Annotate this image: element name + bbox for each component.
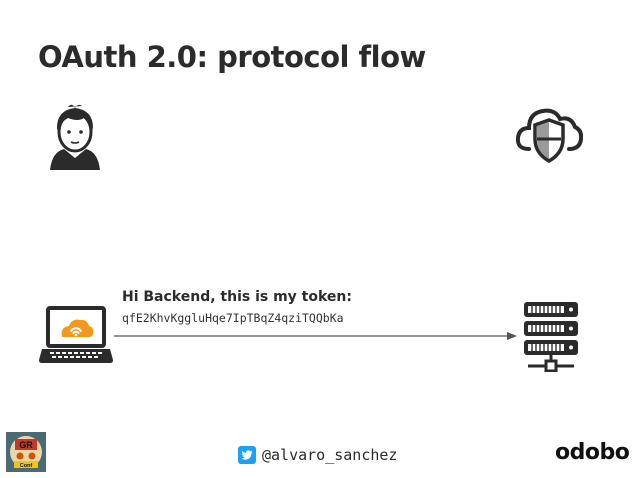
svg-text:GR: GR [19,440,33,450]
request-arrow [114,332,517,340]
twitter-icon [238,446,256,464]
user-icon [50,104,100,170]
message-label: Hi Backend, this is my token: [122,289,352,305]
conference-logo-icon: GR Conf [6,432,46,472]
token-text: qfE2KhvKggluHqe7IpTBqZ4qziTQQbKa [122,311,344,325]
company-logo: odobo [555,440,630,465]
cloud-shield-icon [515,108,583,164]
server-icon [524,302,578,372]
laptop-icon [39,306,113,363]
twitter-handle[interactable]: @alvaro_sanchez [262,446,398,464]
svg-text:Conf: Conf [20,463,33,469]
slide-title: OAuth 2.0: protocol flow [38,40,426,74]
